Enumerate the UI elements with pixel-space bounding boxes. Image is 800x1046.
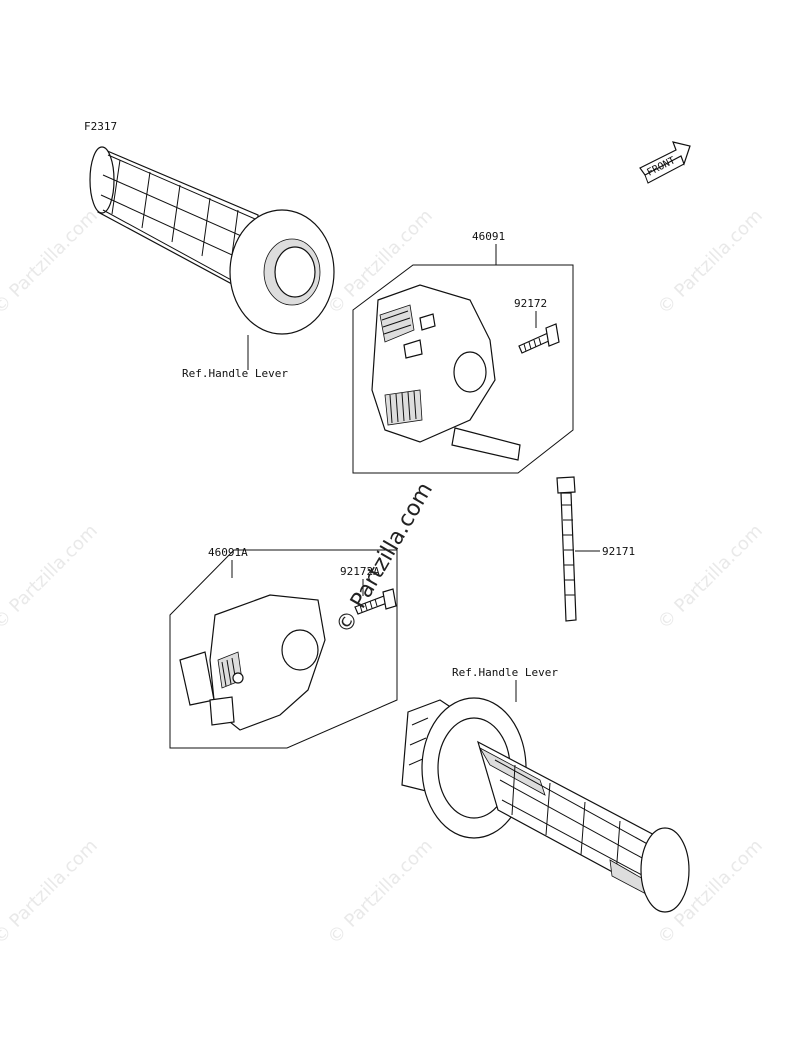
- ref-handle-lever-right-label: Ref.Handle Lever: [452, 666, 558, 679]
- watermark: © Partzilla.com: [324, 835, 437, 948]
- part-46091a-label: 46091A: [208, 546, 248, 559]
- watermark: © Partzilla.com: [0, 205, 102, 318]
- part-46091-label: 46091: [472, 230, 505, 243]
- watermark-center: © Partzilla.com: [332, 478, 439, 638]
- part-46091a-frame: [169, 549, 398, 749]
- watermark: © Partzilla.com: [654, 205, 767, 318]
- ref-handle-lever-left-label: Ref.Handle Lever: [182, 367, 288, 380]
- watermark: © Partzilla.com: [0, 835, 102, 948]
- right-grip: [401, 697, 690, 913]
- diagram-code: F2317: [84, 120, 117, 133]
- watermark: © Partzilla.com: [0, 520, 102, 633]
- screw-92172: [518, 323, 560, 354]
- part-46091-frame: [352, 264, 574, 474]
- left-switch-housing: [179, 594, 326, 731]
- screw-92172a: [354, 588, 397, 615]
- front-arrow-icon: FRONT: [639, 141, 691, 184]
- right-switch-housing: [371, 284, 521, 461]
- part-92172a-label: 92172A: [340, 565, 380, 578]
- part-92171-label: 92171: [602, 545, 635, 558]
- cable-tie-92171: [556, 476, 577, 622]
- left-grip: [89, 146, 335, 370]
- part-92172-label: 92172: [514, 297, 547, 310]
- watermark: © Partzilla.com: [654, 520, 767, 633]
